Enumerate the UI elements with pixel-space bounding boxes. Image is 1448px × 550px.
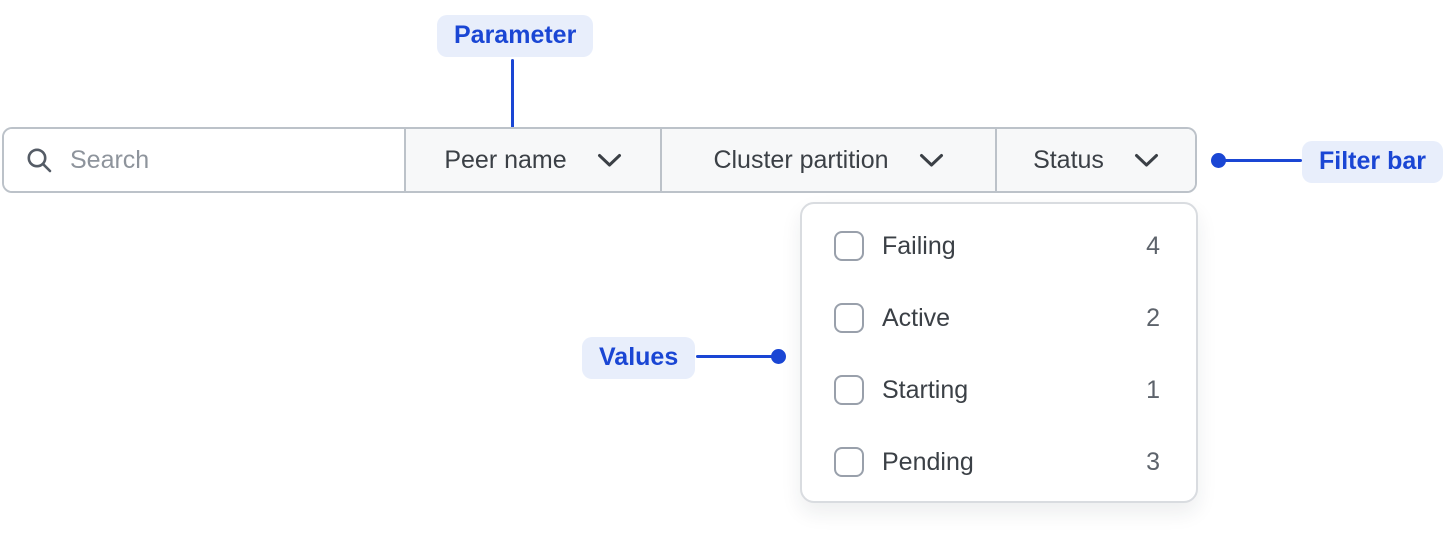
checkbox-starting[interactable] — [834, 375, 864, 405]
filter-bar-connector-line — [1218, 159, 1302, 162]
chevron-down-icon — [1134, 153, 1158, 166]
search-icon — [27, 148, 52, 172]
annotation-parameter-badge: Parameter — [437, 15, 594, 57]
annotation-filter-bar-badge: Filter bar — [1302, 141, 1443, 183]
checkbox-active[interactable] — [834, 303, 864, 333]
option-count: 4 — [1146, 231, 1160, 260]
checkbox-failing[interactable] — [834, 231, 864, 261]
dropdown-peer-name[interactable]: Peer name — [404, 129, 660, 191]
chevron-down-icon — [597, 153, 621, 166]
dropdown-peer-name-label: Peer name — [444, 145, 567, 174]
status-values-panel: Failing 4 Active 2 Starting 1 Pending 3 — [800, 202, 1198, 503]
dropdown-cluster-partition-label: Cluster partition — [713, 145, 889, 174]
checkbox-pending[interactable] — [834, 447, 864, 477]
filter-option-row-active[interactable]: Active 2 — [802, 282, 1196, 354]
dropdown-status[interactable]: Status — [995, 129, 1195, 191]
dropdown-cluster-partition[interactable]: Cluster partition — [660, 129, 995, 191]
option-label: Failing — [882, 231, 956, 260]
chevron-down-icon — [919, 153, 943, 166]
values-connector-line — [696, 355, 778, 358]
option-count: 2 — [1146, 303, 1160, 332]
filter-option-row-starting[interactable]: Starting 1 — [802, 354, 1196, 426]
parameter-connector-line — [511, 59, 514, 139]
option-label: Active — [882, 303, 951, 332]
values-connector-dot — [771, 349, 786, 364]
option-count: 1 — [1146, 375, 1160, 404]
filter-bar: Peer name Cluster partition Status — [2, 127, 1197, 193]
filter-option-row-pending[interactable]: Pending 3 — [802, 426, 1196, 498]
option-label: Starting — [882, 375, 969, 404]
filter-option-row-failing[interactable]: Failing 4 — [802, 210, 1196, 282]
annotation-values-badge: Values — [582, 337, 696, 379]
option-count: 3 — [1146, 447, 1160, 476]
search-input[interactable] — [70, 145, 370, 175]
option-label: Pending — [882, 447, 974, 476]
dropdown-status-label: Status — [1033, 145, 1104, 174]
search-box[interactable] — [4, 129, 404, 191]
